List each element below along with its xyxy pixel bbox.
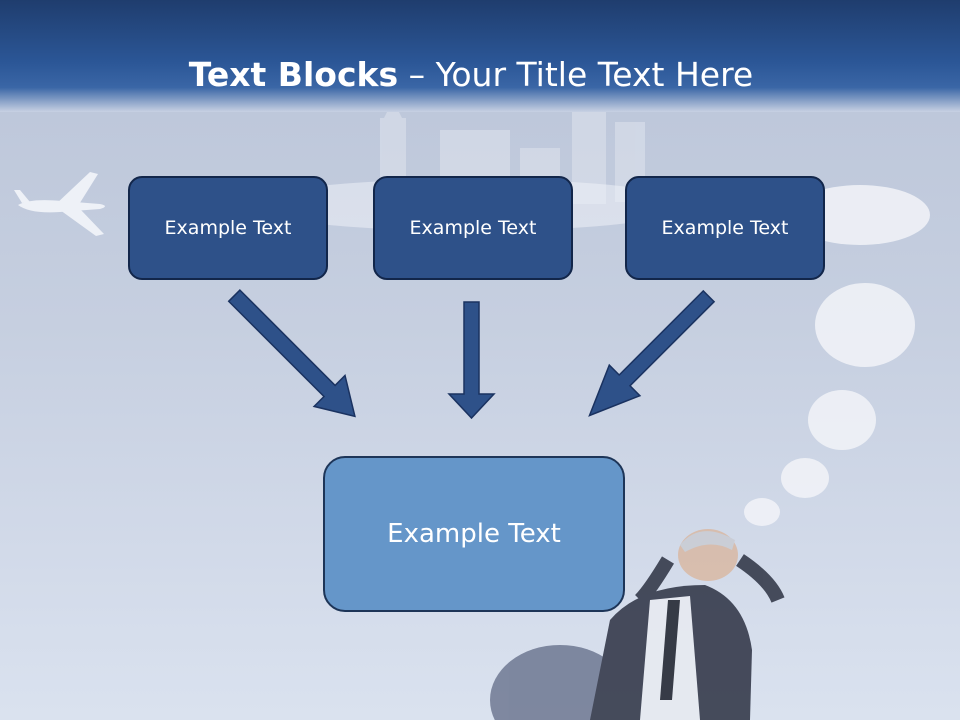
slide-title: Text Blocks – Your Title Text Here: [0, 54, 942, 96]
businessman-illustration: [490, 529, 785, 720]
arrow-center: [447, 301, 496, 420]
text-block-top-left[interactable]: Example Text: [128, 176, 328, 280]
airplane-illustration: [14, 172, 105, 236]
title-bar: [0, 0, 960, 112]
title-rest: Your Title Text Here: [435, 55, 754, 94]
text-block-top-right[interactable]: Example Text: [625, 176, 825, 280]
text-block-top-center[interactable]: Example Text: [373, 176, 573, 280]
arrow-right: [588, 289, 716, 417]
text-block-bottom[interactable]: Example Text: [323, 456, 625, 612]
title-dash: –: [408, 55, 426, 94]
arrow-left: [227, 289, 356, 418]
title-bold: Text Blocks: [188, 55, 399, 94]
